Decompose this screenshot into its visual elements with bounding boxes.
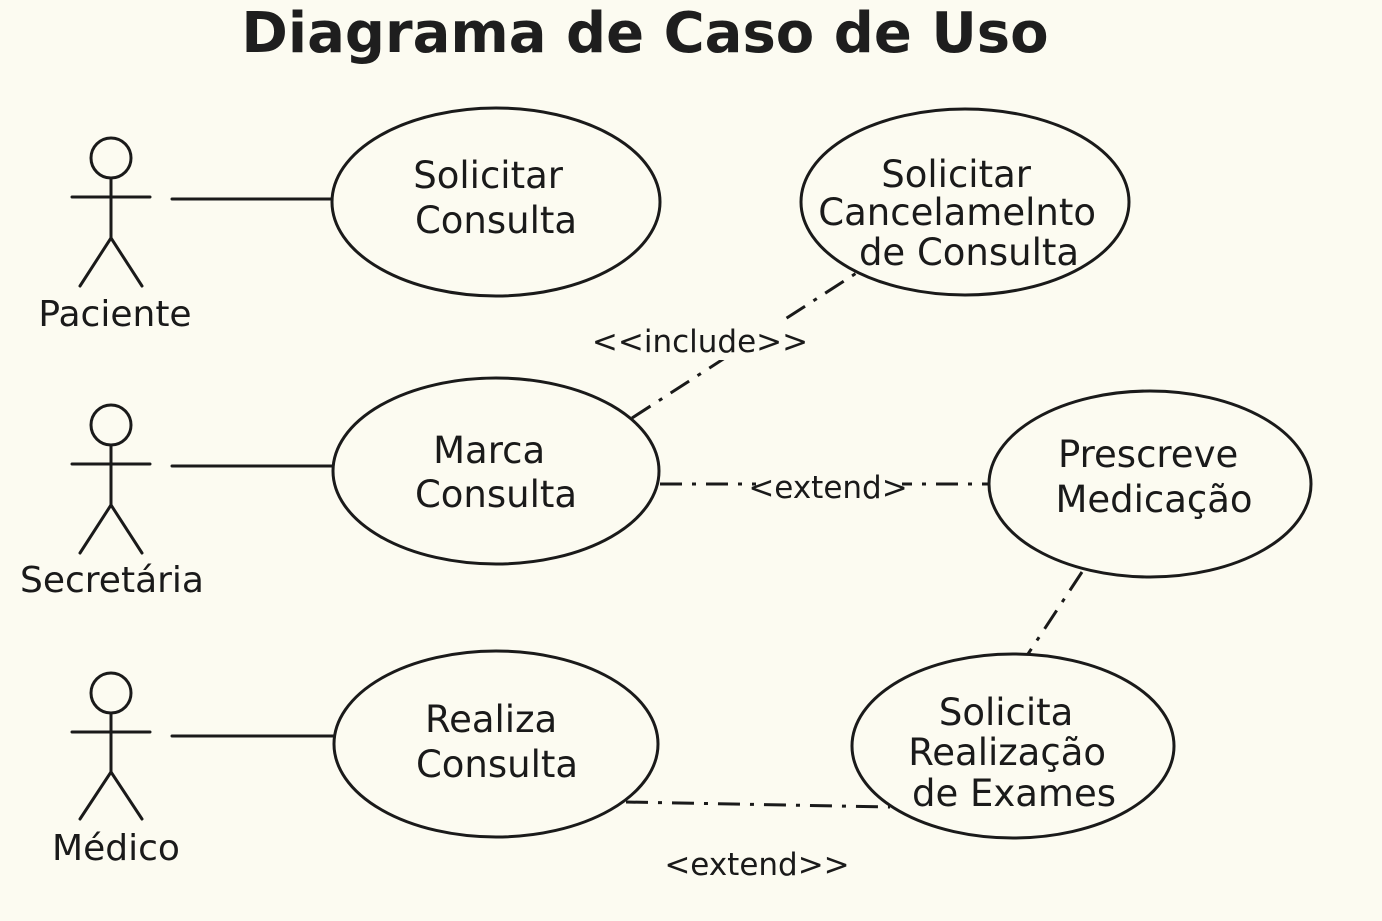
extend-label-marca: <extend> [748,470,907,506]
use-case-label-line: Realização [908,731,1106,774]
use-case-label-line: Cancelamelnto [818,191,1096,234]
use-case-solicita-exames: Solicita Realização de Exames [850,652,1176,840]
use-case-marca-consulta: Marca Consulta [331,376,661,566]
actor-secretaria: Secretária [20,403,204,601]
use-case-label-line: Medicação [1055,478,1252,521]
stick-figure-icon [70,136,152,288]
actor-medico: Médico [52,671,180,869]
use-case-label-line: Consulta [415,199,577,242]
use-case-label-line: Solicitar [413,154,563,197]
svg-text:Solicitar Cancelamelnto: Solicitar Cancelamelnto de Consulta [818,153,1107,274]
svg-text:Solicita Realização: Solicita Realização de Exames [908,691,1118,815]
actor-label-medico: Médico [52,828,180,869]
use-case-label-line: Marca [433,429,545,472]
stick-figure-icon [70,403,152,555]
extend-line-realiza-exames [625,800,891,809]
use-case-solicitar-consulta: Solicitar Consulta [330,106,662,298]
use-case-label-line: Consulta [415,473,577,516]
actor-paciente: Paciente [38,136,192,335]
diagram-title: Diagrama de Caso de Uso [241,1,1048,66]
use-case-realiza-consulta: Realiza Consulta [332,649,660,839]
use-case-label-line: de Exames [912,772,1116,815]
use-case-solicitar-cancelamento: Solicitar Cancelamelnto de Consulta [799,107,1131,297]
use-case-label-line: Realiza [425,698,557,741]
actor-label-secretaria: Secretária [20,560,204,601]
include-label: <<include>> [592,324,808,360]
use-case-label-line: Consulta [416,743,578,786]
extend-label-realiza: <extend>> [664,847,849,883]
actor-label-paciente: Paciente [38,294,191,335]
use-case-prescreve-medicacao: Prescreve Medicação [987,389,1313,579]
svg-text:Realiza Consulta: Realiza Consulta [416,698,578,786]
use-case-label-line: Solicitar [881,153,1031,196]
line-prescreve-exames [1026,571,1084,655]
svg-text:Solicitar Consulta: Solicitar Consulta [413,154,577,242]
use-case-label-line: Solicita [939,691,1074,734]
use-case-label-line: de Consulta [859,231,1079,274]
use-case-label-line: Prescreve [1058,433,1238,476]
stick-figure-icon [70,671,152,821]
svg-text:Prescreve Medicação: Prescreve Medicação [1055,433,1252,521]
svg-text:Marca Consulta: Marca Consulta [415,429,577,516]
